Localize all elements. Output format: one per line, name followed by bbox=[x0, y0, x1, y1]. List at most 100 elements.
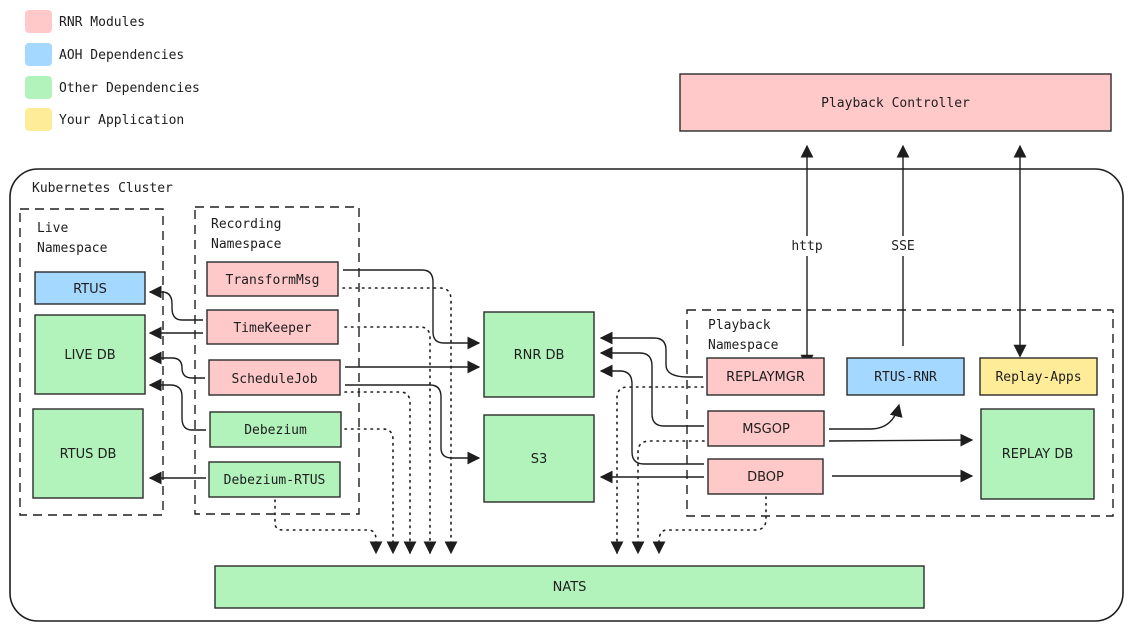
node-nats[interactable]: NATS bbox=[214, 565, 925, 609]
edge-replaymgr-nats bbox=[610, 386, 704, 555]
playback-namespace: Playback Namespace bbox=[686, 309, 1114, 517]
node-rnr-db-label: RNR DB bbox=[514, 348, 565, 363]
edge-msgop-rtus-rnr bbox=[829, 403, 903, 430]
live-namespace-title: Live bbox=[37, 221, 68, 236]
live-namespace: Live Namespace bbox=[19, 208, 164, 516]
node-rtus-box bbox=[34, 271, 146, 305]
node-debezium[interactable]: Debezium bbox=[209, 411, 342, 448]
node-rtus-rnr-label: RTUS-RNR bbox=[874, 370, 937, 385]
playback-controller-box bbox=[679, 73, 1112, 132]
node-nats-box bbox=[214, 565, 925, 609]
legend-item-aoh-dependencies: AOH Dependencies bbox=[25, 43, 184, 66]
node-schedulejob[interactable]: ScheduleJob bbox=[208, 359, 341, 396]
node-replaymgr-label: REPLAYMGR bbox=[726, 370, 805, 385]
node-msgop[interactable]: MSGOP bbox=[707, 410, 825, 447]
node-live-db-box bbox=[34, 314, 146, 395]
node-replay-apps-label: Replay-Apps bbox=[995, 370, 1081, 385]
recording-namespace: Recording Namespace bbox=[194, 206, 360, 515]
recording-namespace-title: Recording bbox=[211, 217, 281, 232]
node-debezium-box bbox=[209, 411, 342, 448]
playback-namespace-title: Playback bbox=[708, 318, 771, 333]
edge-dbop-rnrdb bbox=[599, 364, 704, 465]
node-timekeeper-label: TimeKeeper bbox=[233, 321, 311, 336]
legend-item-other-dependencies: Other Dependencies bbox=[25, 76, 200, 99]
edge-schedulejob-nats bbox=[344, 391, 417, 555]
node-live-db[interactable]: LIVE DB bbox=[34, 314, 146, 395]
node-rtus[interactable]: RTUS bbox=[34, 271, 146, 305]
legend-label: AOH Dependencies bbox=[59, 48, 184, 63]
edge-msgop-rnrdb bbox=[599, 346, 704, 427]
node-schedulejob-label: ScheduleJob bbox=[231, 372, 317, 387]
node-replay-db-label: REPLAY DB bbox=[1002, 447, 1074, 462]
edge-dbop-nats bbox=[652, 496, 767, 555]
node-debezium-rtus[interactable]: Debezium-RTUS bbox=[208, 461, 341, 498]
node-transformmsg[interactable]: TransformMsg bbox=[206, 261, 339, 297]
edge-schedulejob-s3 bbox=[345, 384, 481, 465]
node-replaymgr-box bbox=[706, 357, 825, 396]
playback-namespace-border bbox=[686, 309, 1114, 517]
node-replaymgr[interactable]: REPLAYMGR bbox=[706, 357, 825, 396]
cluster-title: Kubernetes Cluster bbox=[32, 181, 173, 196]
node-rnr-db[interactable]: RNR DB bbox=[483, 311, 595, 398]
node-s3[interactable]: S3 bbox=[483, 414, 595, 503]
cluster-border bbox=[9, 168, 1124, 622]
kubernetes-cluster: Kubernetes Cluster bbox=[9, 168, 1124, 622]
edge-label-http: http bbox=[791, 239, 822, 254]
legend-label: Your Application bbox=[59, 113, 184, 128]
edge-debezium-rtus-nats bbox=[274, 499, 383, 555]
playback-controller-node[interactable]: Playback Controller bbox=[679, 73, 1112, 132]
node-replay-apps[interactable]: Replay-Apps bbox=[979, 357, 1098, 396]
recording-namespace-border bbox=[194, 206, 360, 515]
node-debezium-rtus-box bbox=[208, 461, 341, 498]
legend-label: RNR Modules bbox=[59, 15, 145, 30]
node-rtus-rnr-box bbox=[846, 357, 965, 396]
legend-label: Other Dependencies bbox=[59, 81, 200, 96]
legend-item-rnr-modules: RNR Modules bbox=[25, 10, 145, 33]
node-transformmsg-label: TransformMsg bbox=[226, 273, 320, 288]
node-msgop-label: MSGOP bbox=[742, 422, 790, 437]
node-timekeeper[interactable]: TimeKeeper bbox=[206, 309, 339, 345]
legend-swatch-other bbox=[25, 76, 52, 99]
legend-swatch-aoh bbox=[25, 43, 52, 66]
edge-debezium-livedb bbox=[148, 378, 206, 431]
node-debezium-rtus-label: Debezium-RTUS bbox=[224, 473, 326, 488]
node-debezium-label: Debezium bbox=[244, 423, 307, 438]
legend-swatch-rnr bbox=[25, 10, 52, 33]
edges: http SSE bbox=[148, 144, 1027, 555]
node-msgop-box bbox=[707, 410, 825, 447]
node-rtus-db-label: RTUS DB bbox=[60, 447, 117, 462]
node-dbop-label: DBOP bbox=[747, 470, 784, 485]
node-nats-label: NATS bbox=[553, 580, 587, 595]
edge-msgop-nats bbox=[631, 440, 705, 555]
legend-item-your-application: Your Application bbox=[25, 108, 184, 131]
playback-controller-label: Playback Controller bbox=[821, 96, 970, 111]
edge-timekeeper-nats bbox=[344, 326, 437, 555]
node-live-db-label: LIVE DB bbox=[64, 348, 115, 363]
node-transformmsg-box bbox=[206, 261, 339, 297]
edge-msgop-replaydb bbox=[828, 433, 974, 447]
node-dbop[interactable]: DBOP bbox=[707, 458, 824, 495]
node-rtus-rnr[interactable]: RTUS-RNR bbox=[846, 357, 965, 396]
node-rtus-label: RTUS bbox=[73, 282, 107, 297]
node-dbop-box bbox=[707, 458, 824, 495]
edge-label-bg bbox=[885, 236, 921, 256]
edge-label-bg bbox=[787, 236, 827, 256]
node-replay-db-box bbox=[980, 408, 1095, 500]
edge-debezium-nats bbox=[344, 428, 400, 555]
node-rnr-db-box bbox=[483, 311, 595, 398]
edge-timekeeper-rtus bbox=[148, 285, 203, 321]
node-replay-apps-box bbox=[979, 357, 1098, 396]
legend: RNR Modules AOH Dependencies Other Depen… bbox=[25, 10, 200, 131]
node-replay-db[interactable]: REPLAY DB bbox=[980, 408, 1095, 500]
playback-namespace-title: Namespace bbox=[708, 338, 779, 353]
legend-swatch-app bbox=[25, 108, 52, 131]
edge-schedulejob-livedb bbox=[148, 351, 205, 379]
recording-namespace-title: Namespace bbox=[211, 237, 282, 252]
edge-transformmsg-nats bbox=[342, 287, 458, 555]
node-rtus-db[interactable]: RTUS DB bbox=[32, 408, 144, 499]
edge-replaymgr-rnrdb bbox=[599, 331, 703, 378]
live-namespace-title: Namespace bbox=[37, 241, 108, 256]
node-timekeeper-box bbox=[206, 309, 339, 345]
node-rtus-db-box bbox=[32, 408, 144, 499]
